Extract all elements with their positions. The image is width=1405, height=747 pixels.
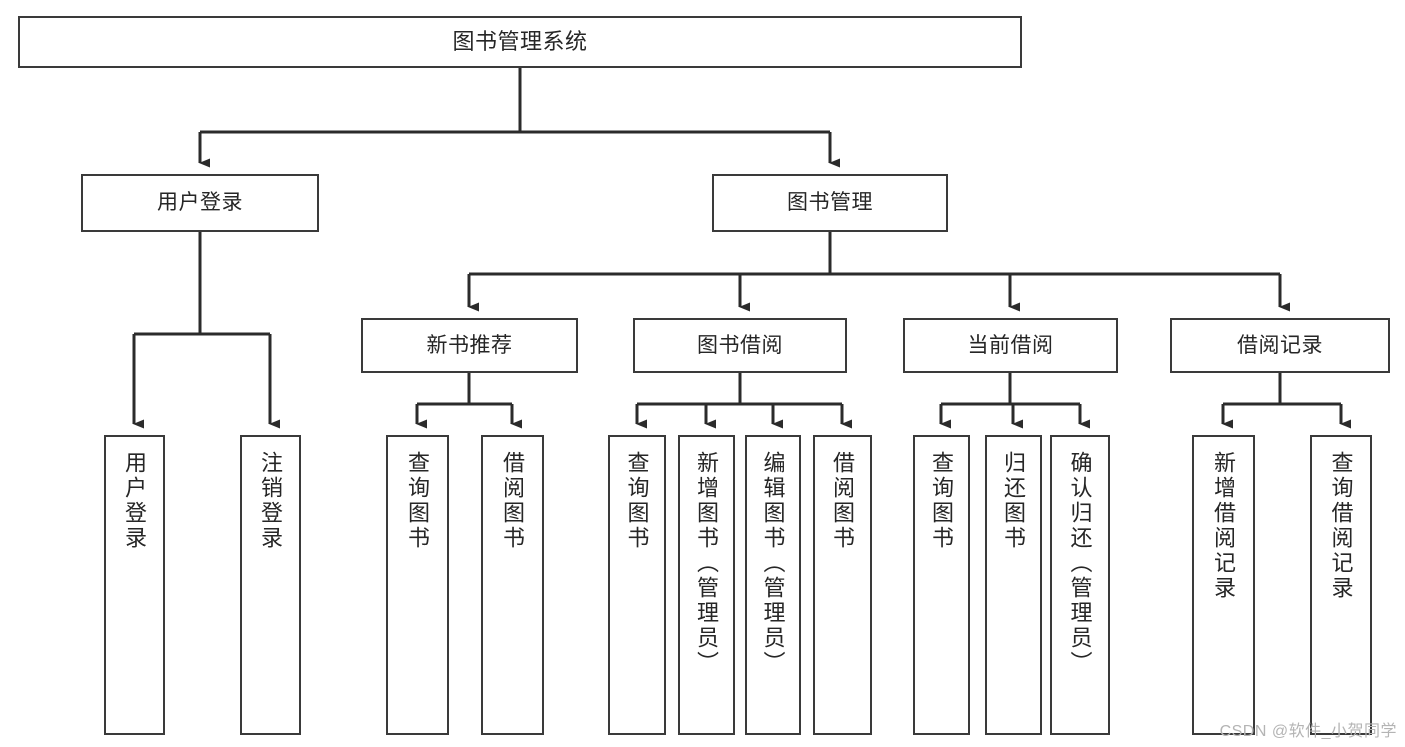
node-n2[interactable]: 借阅图书 [481, 435, 544, 735]
node-login[interactable]: 用户登录 [81, 174, 319, 232]
node-label-root: 图书管理系统 [452, 28, 588, 54]
node-b3[interactable]: 编辑图书（管理员） [745, 435, 801, 735]
node-b1[interactable]: 查询图书 [608, 435, 666, 735]
node-bookmgmt[interactable]: 图书管理 [712, 174, 948, 232]
node-l2[interactable]: 注销登录 [240, 435, 301, 735]
node-label-b4: 借阅图书 [830, 451, 856, 551]
node-c3[interactable]: 确认归还（管理员） [1050, 435, 1110, 735]
node-current[interactable]: 当前借阅 [903, 318, 1118, 373]
node-label-bookmgmt: 图书管理 [787, 191, 873, 215]
node-label-n2: 借阅图书 [500, 451, 526, 551]
node-b2[interactable]: 新增图书（管理员） [678, 435, 735, 735]
node-label-r1: 新增借阅记录 [1211, 451, 1237, 601]
node-newbook[interactable]: 新书推荐 [361, 318, 578, 373]
node-r1[interactable]: 新增借阅记录 [1192, 435, 1255, 735]
node-r2[interactable]: 查询借阅记录 [1310, 435, 1372, 735]
node-label-r2: 查询借阅记录 [1328, 451, 1354, 601]
node-c1[interactable]: 查询图书 [913, 435, 970, 735]
node-c2[interactable]: 归还图书 [985, 435, 1042, 735]
node-label-l2: 注销登录 [258, 451, 284, 551]
node-label-c1: 查询图书 [929, 451, 955, 551]
node-label-current: 当前借阅 [967, 333, 1054, 357]
node-n1[interactable]: 查询图书 [386, 435, 449, 735]
node-label-record: 借阅记录 [1237, 333, 1323, 357]
csdn-watermark: CSDN @软件_小贺同学 [1219, 723, 1397, 740]
node-label-b1: 查询图书 [624, 451, 650, 551]
node-label-c2: 归还图书 [1001, 451, 1027, 551]
node-borrow[interactable]: 图书借阅 [633, 318, 847, 373]
node-label-c3: 确认归还（管理员） [1067, 451, 1093, 676]
node-label-b2: 新增图书（管理员） [694, 451, 720, 676]
node-l1[interactable]: 用户登录 [104, 435, 165, 735]
node-root[interactable]: 图书管理系统 [18, 16, 1022, 68]
node-label-borrow: 图书借阅 [697, 333, 783, 357]
node-label-newbook: 新书推荐 [426, 333, 513, 357]
node-label-n1: 查询图书 [405, 451, 431, 551]
node-label-l1: 用户登录 [122, 451, 148, 551]
node-label-b3: 编辑图书（管理员） [760, 451, 786, 676]
node-b4[interactable]: 借阅图书 [813, 435, 872, 735]
node-label-login: 用户登录 [157, 191, 243, 215]
node-record[interactable]: 借阅记录 [1170, 318, 1390, 373]
